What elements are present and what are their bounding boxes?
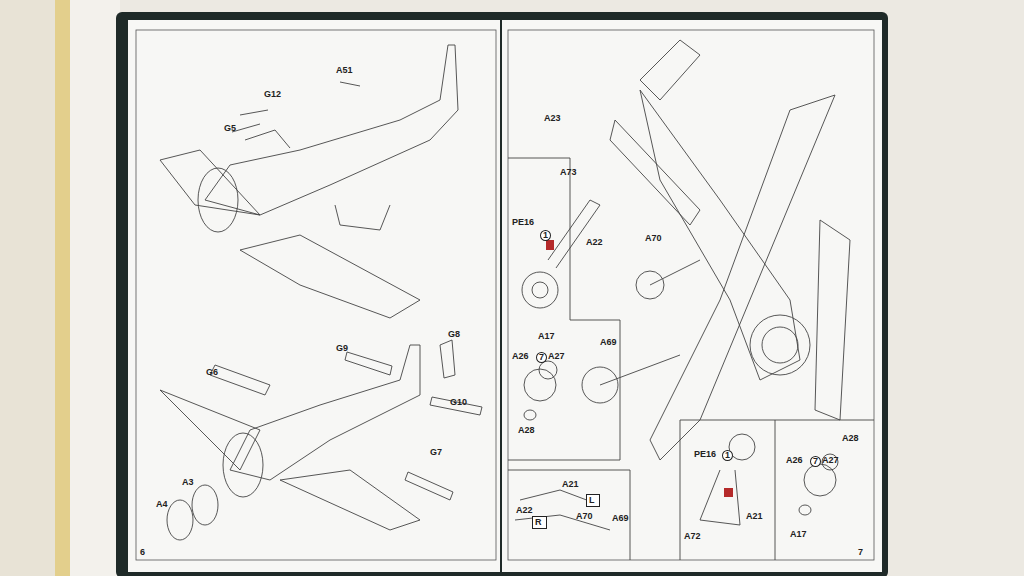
callout-number: A3 <box>182 478 194 487</box>
callout-number: 1 <box>540 230 551 241</box>
callout-number: A27 <box>822 456 839 465</box>
callout-number: A27 <box>548 352 565 361</box>
callout-number: A73 <box>560 168 577 177</box>
callout-number: A23 <box>544 114 561 123</box>
callout-number: A4 <box>156 500 168 509</box>
callout-number: PE16 <box>694 450 716 459</box>
callout-number: A21 <box>562 480 579 489</box>
callout-number: A22 <box>516 506 533 515</box>
callout-number: G7 <box>430 448 442 457</box>
callout-number: G5 <box>224 124 236 133</box>
callout-number: PE16 <box>512 218 534 227</box>
callout-number: A28 <box>842 434 859 443</box>
callout-number: A28 <box>518 426 535 435</box>
callout-number: A70 <box>576 512 593 521</box>
callout-number: A22 <box>586 238 603 247</box>
callout-number: A17 <box>538 332 555 341</box>
side-letter: L <box>589 495 595 505</box>
page-number: 6 <box>140 548 145 557</box>
callout-number: A70 <box>645 234 662 243</box>
callout-number: A21 <box>746 512 763 521</box>
callout-number: G12 <box>264 90 281 99</box>
callout-number: A72 <box>684 532 701 541</box>
callout-number: A69 <box>612 514 629 523</box>
callout-number: G6 <box>206 368 218 377</box>
callout-number: A26 <box>786 456 803 465</box>
callout-number: A51 <box>336 66 353 75</box>
callout-number: 7 <box>810 456 821 467</box>
callout-number: A17 <box>790 530 807 539</box>
callout-number: A26 <box>512 352 529 361</box>
callout-number: G8 <box>448 330 460 339</box>
page-number: 7 <box>858 548 863 557</box>
callout-number: G10 <box>450 398 467 407</box>
side-box: R <box>532 516 547 529</box>
callout-number: A69 <box>600 338 617 347</box>
callout-number: G9 <box>336 344 348 353</box>
side-letter: R <box>535 517 542 527</box>
callout-number: 7 <box>536 352 547 363</box>
callout-number: 1 <box>722 450 733 461</box>
side-box: L <box>586 494 600 507</box>
